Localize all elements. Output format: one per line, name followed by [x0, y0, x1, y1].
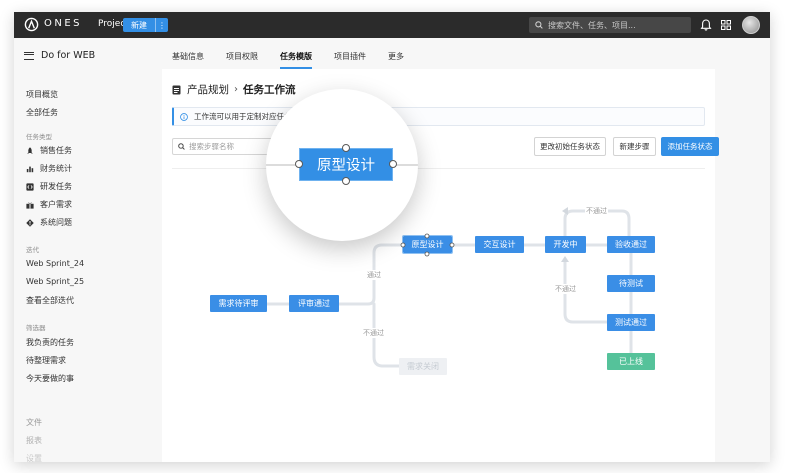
app-window: ONES Project 新建 ⋮ 搜索文件、任务、项目... Do for W… [14, 12, 770, 462]
sidebar-item-customer-needs[interactable]: 客户需求 [26, 199, 72, 210]
sidebar-item-label: 财务统计 [40, 164, 72, 173]
bell-icon[interactable] [699, 18, 713, 32]
sidebar-item-sales-task[interactable]: 销售任务 [26, 145, 72, 156]
menu-icon[interactable] [24, 51, 34, 60]
sidebar: Do for WEB 项目概览 全部任务 任务类型 销售任务 财务统计 研发任务… [14, 38, 161, 462]
flow-node-review-passed[interactable]: 评审通过 [289, 295, 339, 312]
info-icon [180, 112, 188, 121]
sidebar-item-files[interactable]: 文件 [26, 418, 42, 427]
alert-icon [26, 218, 34, 227]
sidebar-item-label: 销售任务 [40, 146, 72, 155]
sidebar-item-label: 客户需求 [40, 200, 72, 209]
more-vertical-icon[interactable]: ⋮ [158, 20, 166, 30]
sidebar-group-task-types: 任务类型 [26, 133, 52, 141]
flow-node-test-passed[interactable]: 测试通过 [607, 314, 655, 331]
tab-permissions[interactable]: 项目权限 [226, 52, 258, 61]
flow-node-pending-review[interactable]: 需求待评审 [210, 295, 267, 312]
add-status-button[interactable]: 添加任务状态 [661, 137, 719, 156]
grid-apps-icon[interactable] [719, 18, 733, 32]
new-step-button[interactable]: 新建步骤 [613, 137, 656, 156]
sidebar-item-pending-needs[interactable]: 待整理需求 [26, 356, 66, 365]
workflow-card: 产品规划 › 任务工作流 工作流可以用于定制对应任务 搜索步骤名称 更改初始任务… [162, 69, 719, 462]
toolbar-divider [172, 168, 705, 169]
global-search-input[interactable]: 搜索文件、任务、项目... [529, 17, 691, 33]
step-search-placeholder: 搜索步骤名称 [189, 142, 234, 151]
global-search-placeholder: 搜索文件、任务、项目... [548, 20, 636, 30]
project-name: Do for WEB [41, 50, 96, 61]
sidebar-item-reports[interactable]: 报表 [26, 436, 42, 445]
sidebar-item-my-tasks[interactable]: 我负责的任务 [26, 338, 74, 347]
info-text: 工作流可以用于定制对应任务 [194, 112, 292, 121]
flow-node-online[interactable]: 已上线 [607, 353, 655, 370]
sidebar-item-label: 研发任务 [40, 182, 72, 191]
sidebar-item-sprint-25[interactable]: Web Sprint_25 [26, 277, 85, 286]
logo-text: ONES [44, 18, 83, 29]
bar-chart-icon [26, 166, 34, 172]
sidebar-item-settings[interactable]: 设置 [26, 454, 42, 462]
breadcrumb-separator: › [234, 84, 238, 95]
tab-plugins[interactable]: 项目插件 [334, 52, 366, 61]
new-button[interactable]: 新建 ⋮ [123, 18, 168, 32]
flow-node-to-test[interactable]: 待测试 [607, 275, 655, 292]
sidebar-item-sprint-24[interactable]: Web Sprint_24 [26, 259, 85, 268]
sidebar-item-label: 系统问题 [40, 218, 72, 227]
top-bar: ONES Project 新建 ⋮ 搜索文件、任务、项目... [14, 12, 770, 38]
document-icon [172, 85, 181, 94]
sidebar-item-all-tasks[interactable]: 全部任务 [26, 108, 58, 117]
flow-node-acceptance[interactable]: 验收通过 [607, 236, 655, 253]
flow-node-developing[interactable]: 开发中 [545, 236, 586, 253]
tab-more[interactable]: 更多 [388, 52, 404, 61]
rocket-icon [27, 146, 33, 154]
tab-basic-info[interactable]: 基础信息 [172, 52, 204, 61]
tab-task-templates[interactable]: 任务模版 [280, 38, 312, 69]
flow-node-interaction[interactable]: 交互设计 [475, 236, 524, 253]
sidebar-group-sprints: 迭代 [26, 246, 39, 254]
new-button-separator [155, 18, 156, 32]
step-search-input[interactable]: 搜索步骤名称 [172, 138, 332, 155]
info-banner: 工作流可以用于定制对应任务 [172, 107, 705, 126]
breadcrumb-parent[interactable]: 产品规划 [187, 84, 229, 96]
sidebar-item-system-issues[interactable]: 系统问题 [26, 217, 72, 228]
project-switcher[interactable]: Do for WEB [24, 50, 95, 61]
page-title: 任务工作流 [243, 84, 296, 96]
search-icon [535, 21, 543, 29]
gift-icon [26, 202, 34, 209]
code-icon [26, 182, 34, 191]
flow-node-prototype[interactable]: 原型设计 [402, 235, 453, 254]
logo-product: Project [98, 19, 129, 29]
sidebar-item-today[interactable]: 今天要做的事 [26, 374, 74, 383]
settings-tabs: 基础信息 项目权限 任务模版 项目插件 更多 [172, 38, 426, 69]
user-avatar[interactable] [742, 16, 760, 34]
sidebar-item-overview[interactable]: 项目概览 [26, 90, 58, 99]
sidebar-group-filters: 筛选器 [26, 324, 46, 332]
ones-logo-icon [24, 17, 39, 32]
sidebar-item-dev-task[interactable]: 研发任务 [26, 181, 72, 192]
search-icon [178, 143, 185, 150]
new-button-label: 新建 [131, 20, 147, 30]
sidebar-item-finance[interactable]: 财务统计 [26, 163, 72, 174]
change-initial-status-button[interactable]: 更改初始任务状态 [534, 137, 606, 156]
breadcrumb: 产品规划 › 任务工作流 [172, 82, 296, 97]
flow-node-closed[interactable]: 需求关闭 [399, 358, 447, 375]
sidebar-item-all-sprints[interactable]: 查看全部迭代 [26, 296, 74, 305]
